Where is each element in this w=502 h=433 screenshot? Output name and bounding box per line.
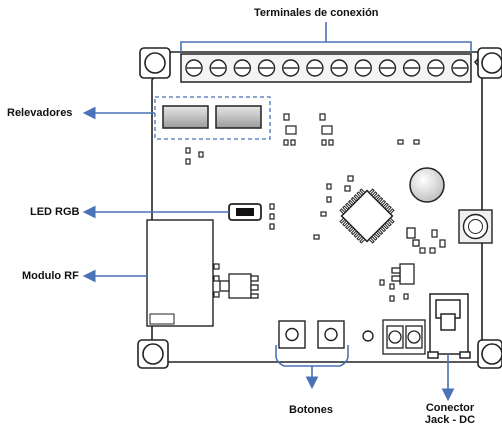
led-rgb-label: LED RGB — [30, 206, 80, 218]
connector-label-line-1: Conector — [425, 402, 475, 414]
terminal-block — [180, 53, 472, 83]
terminals-label: Terminales de conexión — [254, 7, 379, 19]
mcu-pin — [356, 234, 363, 241]
mcu-pin — [368, 237, 375, 244]
rf-module — [146, 219, 214, 327]
mcu-pin — [376, 196, 384, 204]
mcu-pin — [345, 202, 352, 209]
relay-group — [154, 96, 271, 140]
smd-components — [185, 113, 446, 302]
mcu-pin — [347, 225, 355, 233]
connector-label-line-2: Jack - DC — [424, 414, 476, 426]
regulators — [219, 227, 420, 299]
rf-module-label: Modulo RF — [22, 270, 79, 282]
mcu-pin — [353, 231, 360, 238]
dc-jack — [427, 293, 471, 359]
push-buttons — [278, 320, 374, 349]
capacitor — [409, 167, 445, 203]
relay-2 — [215, 105, 262, 129]
inductor — [458, 209, 493, 244]
terminals-bracket — [180, 22, 472, 52]
mcu-pin — [345, 223, 352, 230]
mcu-pin — [350, 228, 358, 236]
led-rgb — [228, 203, 262, 221]
mcu-pin — [385, 220, 392, 227]
mcu-pin — [385, 205, 392, 212]
mcu-pin — [376, 228, 384, 236]
mcu-pin — [342, 205, 349, 212]
buttons-label: Botones — [289, 404, 333, 416]
relays-label: Relevadores — [7, 107, 73, 119]
connector-label: Conector Jack - DC — [420, 402, 480, 426]
mcu-pin — [388, 217, 395, 224]
mcu-pin — [382, 202, 389, 209]
mcu-pin — [371, 234, 378, 241]
relay-1 — [162, 105, 209, 129]
mcu-pin — [350, 196, 358, 204]
mcu-pin — [342, 220, 349, 227]
mcu-pin — [371, 191, 378, 198]
mcu-pin — [339, 217, 346, 224]
mcu-pin — [368, 188, 375, 195]
mcu-pin — [374, 231, 381, 238]
mounting-holes — [137, 47, 502, 369]
trimmer-pots — [382, 319, 426, 355]
mcu-pin — [359, 188, 366, 195]
mcu-pin — [388, 208, 395, 215]
mcu-pin — [359, 237, 366, 244]
microcontroller — [339, 188, 395, 244]
mcu-pin — [374, 194, 381, 201]
mcu-pin — [347, 199, 355, 207]
mcu-pin — [379, 225, 387, 233]
mcu-pin — [382, 223, 389, 230]
mcu-pin — [379, 199, 387, 207]
mcu-pin — [353, 194, 360, 201]
buttons-bracket — [275, 345, 349, 386]
mcu-pin — [356, 191, 363, 198]
mcu-pin — [339, 208, 346, 215]
